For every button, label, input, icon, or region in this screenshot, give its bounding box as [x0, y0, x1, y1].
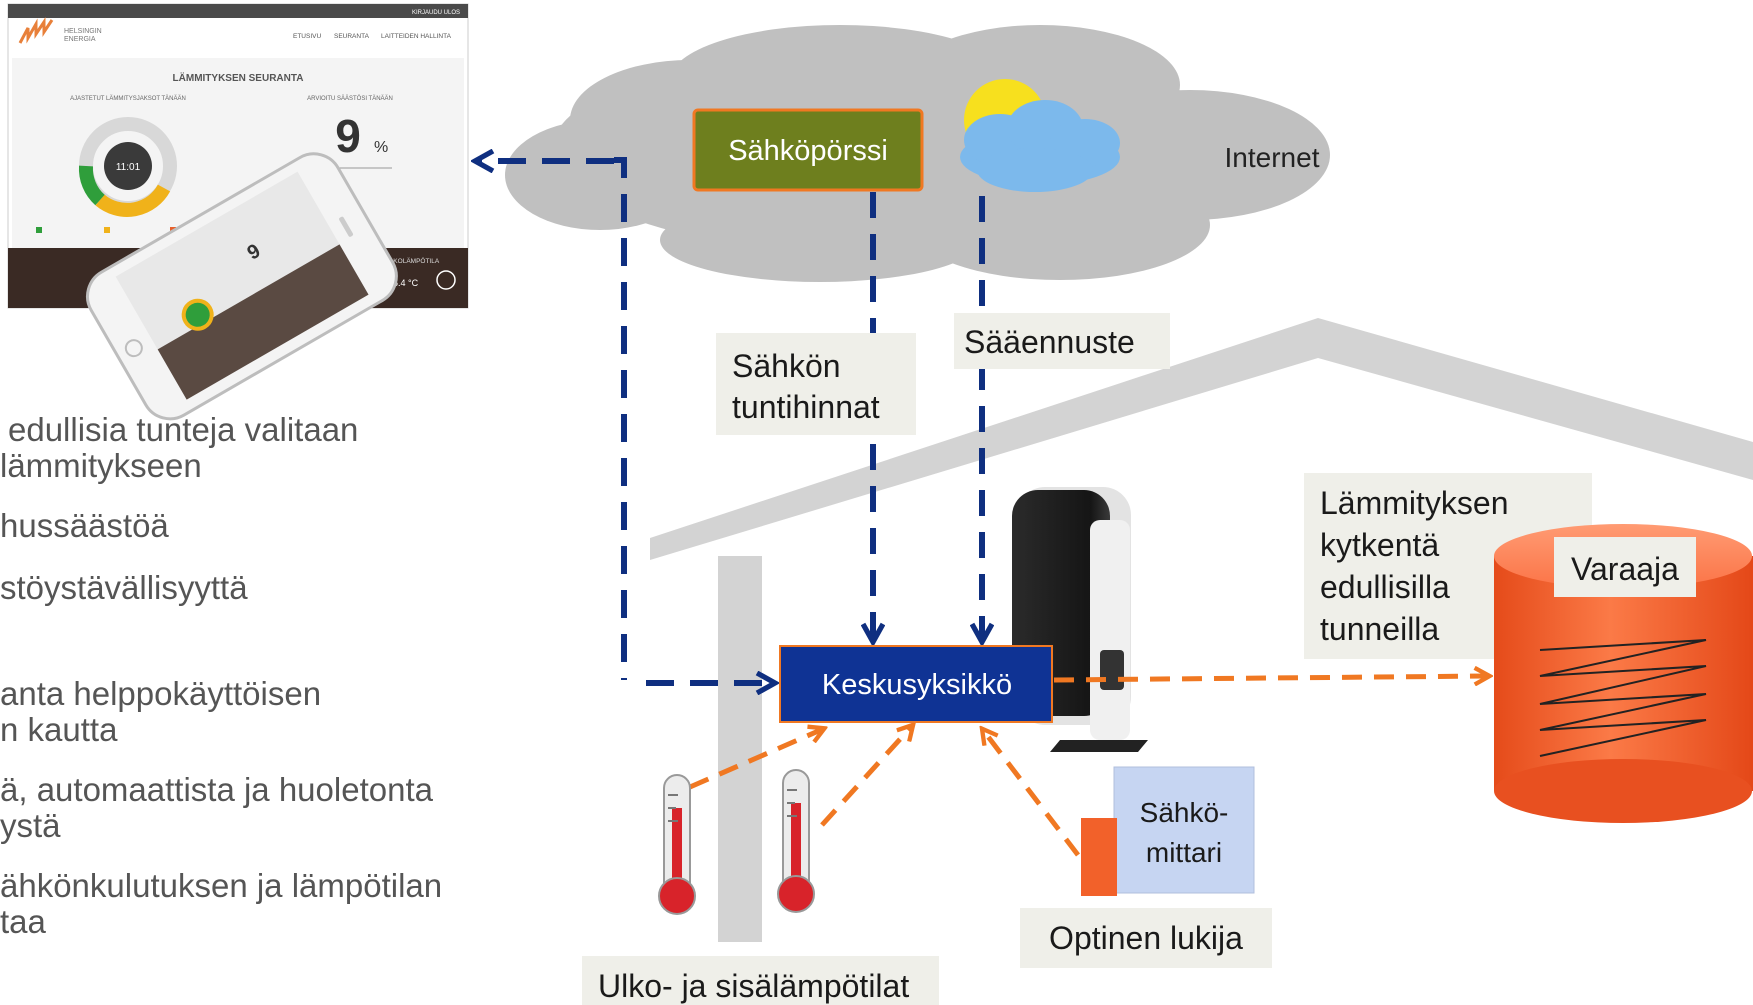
bullet-text-2: hussäästöä: [0, 508, 169, 544]
screen-clock: 11:01: [116, 162, 141, 173]
optical-reader-label: Optinen lukija: [1049, 920, 1243, 956]
weather-icon: [960, 79, 1120, 192]
prices-label-line1: Sähkön: [732, 348, 841, 384]
prices-label-box: [716, 333, 916, 435]
bullet-text-2-line1: hussäästöä: [0, 507, 169, 544]
house-wall: [718, 556, 762, 942]
screen-saving-value: 9: [335, 110, 361, 162]
screen-left-heading: AJASTETUT LÄMMITYSJAKSOT TÄNÄÄN: [70, 95, 186, 102]
heating-label-line2: kytkentä: [1320, 527, 1439, 563]
tank-label: Varaaja: [1571, 551, 1679, 587]
bullet-text-6-line1: ähkönkulutuksen ja lämpötilan: [0, 867, 443, 904]
bullet-text-3: stöystävällisyyttä: [0, 570, 248, 606]
house-roof: [650, 318, 1753, 560]
thermometer-icon: [777, 769, 815, 913]
optical-reader-block: [1081, 818, 1117, 896]
bullet-text-5-line1: ä, automaattista ja huoletonta: [0, 771, 433, 808]
heating-label-line4: tunneilla: [1320, 611, 1439, 647]
bullet-text-1-line1: edullisia tunteja valitaan: [8, 411, 359, 448]
temperatures-label-box: [582, 956, 939, 1005]
bullet-text-1-line2: lämmitykseen: [0, 447, 202, 484]
screen-temp-label: ULKOLÄMPÖTILA: [385, 257, 440, 265]
forecast-label-box: [954, 313, 1170, 369]
meter-label-line1: Sähkö-: [1140, 797, 1229, 828]
screen-logo-line1: HELSINGIN: [64, 28, 102, 35]
screen-logout-link: KIRJAUDU ULOS: [412, 10, 460, 16]
screen-logo-line2: ENERGIA: [64, 36, 96, 43]
bullet-text-4: anta helppokäyttöisen n kautta: [0, 676, 321, 748]
indoor-temp-arrow: [820, 726, 912, 827]
web-service-arrow: [614, 157, 627, 680]
electricity-exchange-label: Sähköpörssi: [728, 135, 888, 167]
meter-reading-arrow: [983, 730, 1080, 857]
electricity-meter-box: [1113, 766, 1255, 894]
screen-title: LÄMMITYKSEN SEURANTA: [173, 71, 304, 84]
heating-label-line1: Lämmityksen: [1320, 485, 1509, 521]
heating-control-arrow: [1053, 676, 1488, 680]
central-unit-box: [779, 645, 1053, 723]
bullet-text-6-line2: taa: [0, 903, 46, 940]
prices-label-line2: tuntihinnat: [732, 389, 880, 425]
smartphone-screenshot: 9: [86, 152, 398, 421]
bullet-text-6: ähkönkulutuksen ja lämpötilan taa: [0, 868, 442, 940]
screen-nav-3: LAITTEIDEN HALLINTA: [381, 33, 452, 40]
helen-logo-icon: [18, 17, 54, 44]
bullet-text-4-line2: n kautta: [0, 711, 118, 748]
tank-label-box: [1554, 537, 1696, 597]
meter-label-line2: mittari: [1146, 837, 1222, 868]
temperatures-label: Ulko- ja sisälämpötilat: [598, 968, 909, 1004]
electricity-exchange-box: [692, 108, 924, 192]
internet-cloud: [505, 25, 1330, 282]
optical-reader-label-box: [1020, 908, 1272, 968]
bullet-text-4-line1: anta helppokäyttöisen: [0, 675, 322, 712]
heating-label-line3: edullisilla: [1320, 569, 1450, 605]
screen-nav-1: ETUSIVU: [293, 33, 321, 40]
bullet-text-3-line1: stöystävällisyyttä: [0, 569, 248, 606]
internet-label: Internet: [1225, 142, 1320, 173]
bullet-text-5-line2: ystä: [0, 807, 61, 844]
outdoor-temp-arrow: [689, 729, 823, 790]
screen-temp-value: 16.4 °C: [388, 278, 419, 288]
screen-saving-unit: %: [374, 139, 388, 156]
screen-nav-2: SEURANTA: [334, 33, 370, 40]
forecast-label: Sääennuste: [964, 324, 1135, 360]
screen-right-heading: ARVIOITU SÄÄSTÖSI TÄNÄÄN: [307, 95, 393, 102]
central-unit-label: Keskusyksikkö: [822, 669, 1012, 701]
thermometer-icon: [658, 774, 696, 915]
bullet-text-1: edullisia tunteja valitaan lämmitykseen: [0, 412, 358, 484]
bullet-text-5: ä, automaattista ja huoletonta ystä: [0, 772, 433, 844]
